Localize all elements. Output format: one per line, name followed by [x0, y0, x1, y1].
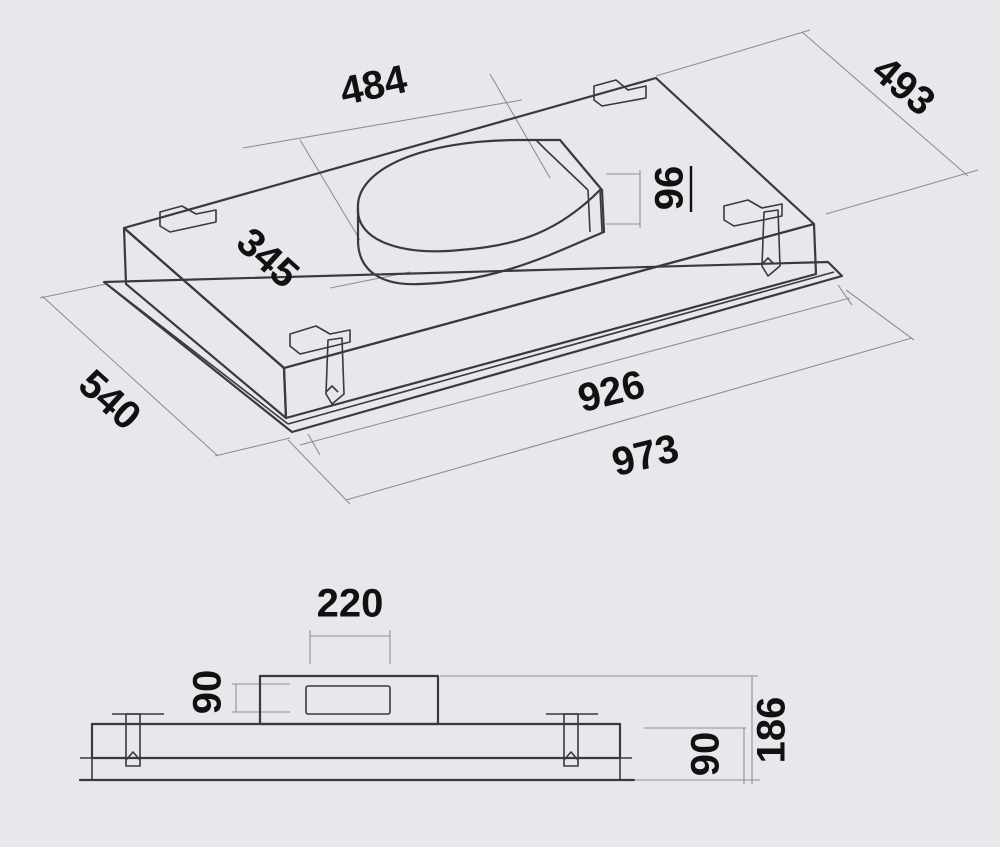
dim-panel-length: 973 [608, 426, 683, 485]
dim-depth: 493 [864, 48, 943, 125]
side-bracket-right [546, 713, 598, 767]
bracket-front-left [289, 325, 351, 405]
bottom-panel [102, 260, 844, 434]
bracket-back-left [159, 205, 217, 233]
hood-body [122, 76, 818, 420]
dim-outlet-height: 96 [648, 166, 692, 211]
dimension-lines [39, 29, 979, 505]
side-outlet [258, 674, 440, 726]
dim-outlet-width: 220 [317, 582, 384, 626]
dim-total-height: 186 [750, 697, 794, 764]
side-bracket-left [112, 713, 164, 767]
dim-top-width: 484 [336, 57, 411, 114]
side-body [78, 722, 636, 782]
dim-outlet-side-height: 90 [186, 670, 230, 715]
dim-body-length: 926 [574, 362, 649, 421]
bracket-back-right [593, 79, 647, 107]
isometric-view: 484 493 96 345 540 926 973 [39, 29, 979, 505]
dim-panel-depth: 540 [70, 362, 149, 439]
air-outlet [356, 138, 606, 286]
bracket-front-right [723, 199, 783, 277]
side-dimension-lines [232, 630, 760, 784]
dim-body-height: 90 [684, 732, 728, 777]
side-view: 220 90 90 186 [78, 582, 794, 784]
dim-outlet-depth: 345 [228, 220, 307, 297]
